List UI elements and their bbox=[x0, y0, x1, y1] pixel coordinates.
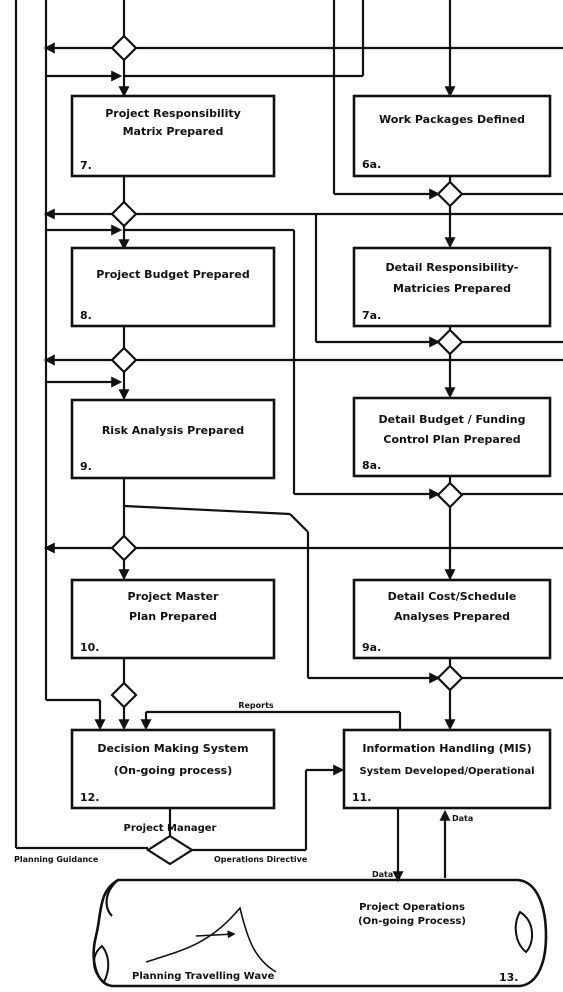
box-12-number: 12. bbox=[80, 791, 100, 804]
project-operations-pipe: Project Operations (On-going Process) Pl… bbox=[92, 878, 548, 988]
travelling-wave-label: Planning Travelling Wave bbox=[132, 971, 275, 982]
box-11-number: 11. bbox=[352, 791, 372, 804]
box-7-title-line2: Matrix Prepared bbox=[123, 125, 224, 138]
data-up-label: Data bbox=[452, 814, 473, 823]
planning-guidance-label: Planning Guidance bbox=[14, 855, 99, 864]
reports-label: Reports bbox=[238, 701, 274, 710]
box-8a-number: 8a. bbox=[362, 459, 381, 472]
box-10-title-line2: Plan Prepared bbox=[129, 610, 217, 623]
operations-number: 13. bbox=[499, 971, 519, 984]
box-12-title-line1: Decision Making System bbox=[97, 742, 248, 755]
box-9-number: 9. bbox=[80, 460, 92, 473]
data-down-label: Data bbox=[372, 870, 393, 879]
box-7a-number: 7a. bbox=[362, 309, 381, 322]
box-7: Project Responsibility Matrix Prepared 7… bbox=[70, 94, 276, 178]
operations-directive-label: Operations Directive bbox=[214, 855, 308, 864]
box-6a-title-line1: Work Packages Defined bbox=[379, 113, 525, 126]
box-8a-title-line1: Detail Budget / Funding bbox=[379, 413, 526, 426]
cross-links bbox=[43, 0, 563, 684]
box-8a: Detail Budget / Funding Control Plan Pre… bbox=[352, 396, 552, 478]
box-9a: Detail Cost/Schedule Analyses Prepared 9… bbox=[352, 578, 552, 660]
decision-diamonds bbox=[110, 34, 464, 709]
box-10: Project Master Plan Prepared 10. bbox=[70, 578, 276, 660]
left-rails bbox=[14, 0, 148, 850]
box-8-title-line1: Project Budget Prepared bbox=[96, 268, 249, 281]
box-12-title-line2: (On-going process) bbox=[114, 764, 232, 777]
box-12: Decision Making System (On-going process… bbox=[70, 728, 276, 810]
box-9-title-line1: Risk Analysis Prepared bbox=[102, 424, 244, 437]
box-8a-title-line2: Control Plan Prepared bbox=[383, 433, 520, 446]
box-7-title-line1: Project Responsibility bbox=[105, 107, 241, 120]
box-9: Risk Analysis Prepared 9. bbox=[70, 398, 276, 480]
box-7-number: 7. bbox=[80, 159, 92, 172]
box-11-title-line2: System Developed/Operational bbox=[359, 766, 534, 777]
box-8: Project Budget Prepared 8. bbox=[70, 246, 276, 328]
box-6a-number: 6a. bbox=[362, 158, 381, 171]
project-manager-diamond bbox=[145, 834, 195, 866]
box-6a: Work Packages Defined 6a. bbox=[352, 94, 552, 178]
box-10-number: 10. bbox=[80, 641, 100, 654]
box-7a-title-line1: Detail Responsibility- bbox=[386, 261, 519, 274]
operations-title-line1: Project Operations bbox=[359, 902, 465, 913]
box-7a: Detail Responsibility- Matricies Prepare… bbox=[352, 246, 552, 328]
box-11-title-line1: Information Handling (MIS) bbox=[362, 742, 531, 755]
box-10-title-line1: Project Master bbox=[128, 590, 220, 603]
operations-title-line2: (On-going Process) bbox=[358, 916, 466, 927]
box-7a-title-line2: Matricies Prepared bbox=[393, 282, 511, 295]
project-manager-label: Project Manager bbox=[124, 823, 217, 834]
box-9a-title-line2: Analyses Prepared bbox=[394, 610, 510, 623]
box-9a-number: 9a. bbox=[362, 641, 381, 654]
travelling-wave-curve bbox=[145, 906, 277, 973]
bottom-labels: Reports Project Manager Planning Guidanc… bbox=[14, 701, 473, 879]
pipe-end-right-icon bbox=[514, 910, 533, 954]
box-8-number: 8. bbox=[80, 309, 92, 322]
box-11: Information Handling (MIS) System Develo… bbox=[342, 728, 552, 810]
bottom-connections bbox=[140, 710, 451, 883]
box-9a-title-line1: Detail Cost/Schedule bbox=[388, 590, 517, 603]
pipe-end-left-icon bbox=[93, 944, 110, 984]
